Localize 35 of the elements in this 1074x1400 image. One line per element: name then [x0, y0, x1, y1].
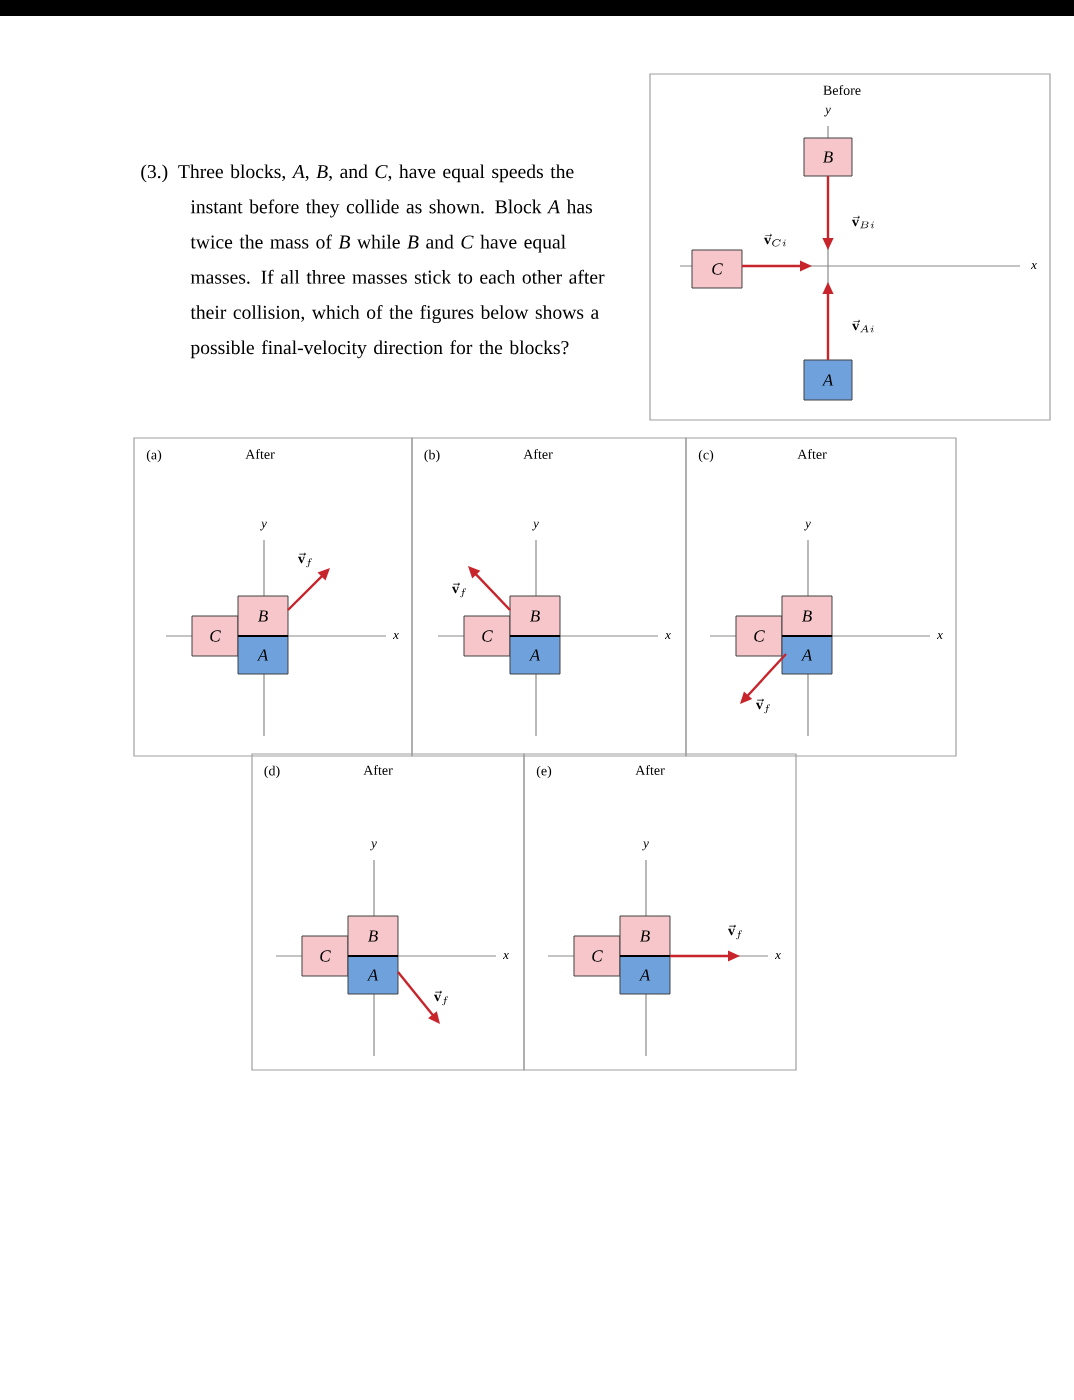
block: B: [347, 915, 399, 957]
block: C: [191, 615, 239, 657]
edge-label: $\vec{\mathbf{v}}_{f}$: [298, 552, 312, 568]
edge-label: $\vec{\mathbf{v}}_{f}$: [434, 990, 448, 1006]
block: C: [573, 935, 621, 977]
velocity-arrow: [670, 950, 740, 962]
velocity-arrow: [822, 176, 834, 250]
block: C: [691, 249, 743, 289]
block: B: [509, 595, 561, 637]
velocity-arrow: [468, 566, 511, 611]
block: C: [463, 615, 511, 657]
edge-label: $\vec{\mathbf{v}}_{f}$: [728, 924, 742, 940]
block: A: [619, 955, 671, 995]
edge-label: $\vec{\mathbf{v}}_{f}$: [452, 582, 466, 598]
block: C: [735, 615, 783, 657]
block: B: [803, 137, 853, 177]
velocity-arrow: [287, 568, 330, 611]
question-text: (3.) Three blocks, A, B, and C, have equal speeds the instant before they collide as shown. Block A has twice the mass of B while B and C have equal masses. If all three masses stick to each other after their collision, which of the figures below shows a possible final-velocity direction for the blocks?: [141, 164, 605, 359]
block: A: [781, 635, 833, 675]
block: A: [803, 359, 853, 401]
block: A: [347, 955, 399, 995]
block: B: [619, 915, 671, 957]
velocity-arrow: [397, 971, 440, 1024]
block: B: [237, 595, 289, 637]
block: A: [237, 635, 289, 675]
block: A: [509, 635, 561, 675]
edge-label: $\vec{\mathbf{v}}_{Ai}$: [852, 319, 874, 333]
velocity-arrow: [740, 653, 787, 704]
edge-label: $\vec{\mathbf{v}}_{f}$: [756, 698, 770, 714]
velocity-arrow: [822, 282, 834, 360]
block: C: [301, 935, 349, 977]
edge-label: $\vec{\mathbf{v}}_{Ci}$: [764, 233, 787, 247]
edge-label: $\vec{\mathbf{v}}_{Bi}$: [851, 215, 875, 229]
velocity-arrow: [742, 260, 812, 272]
block: B: [781, 595, 833, 637]
